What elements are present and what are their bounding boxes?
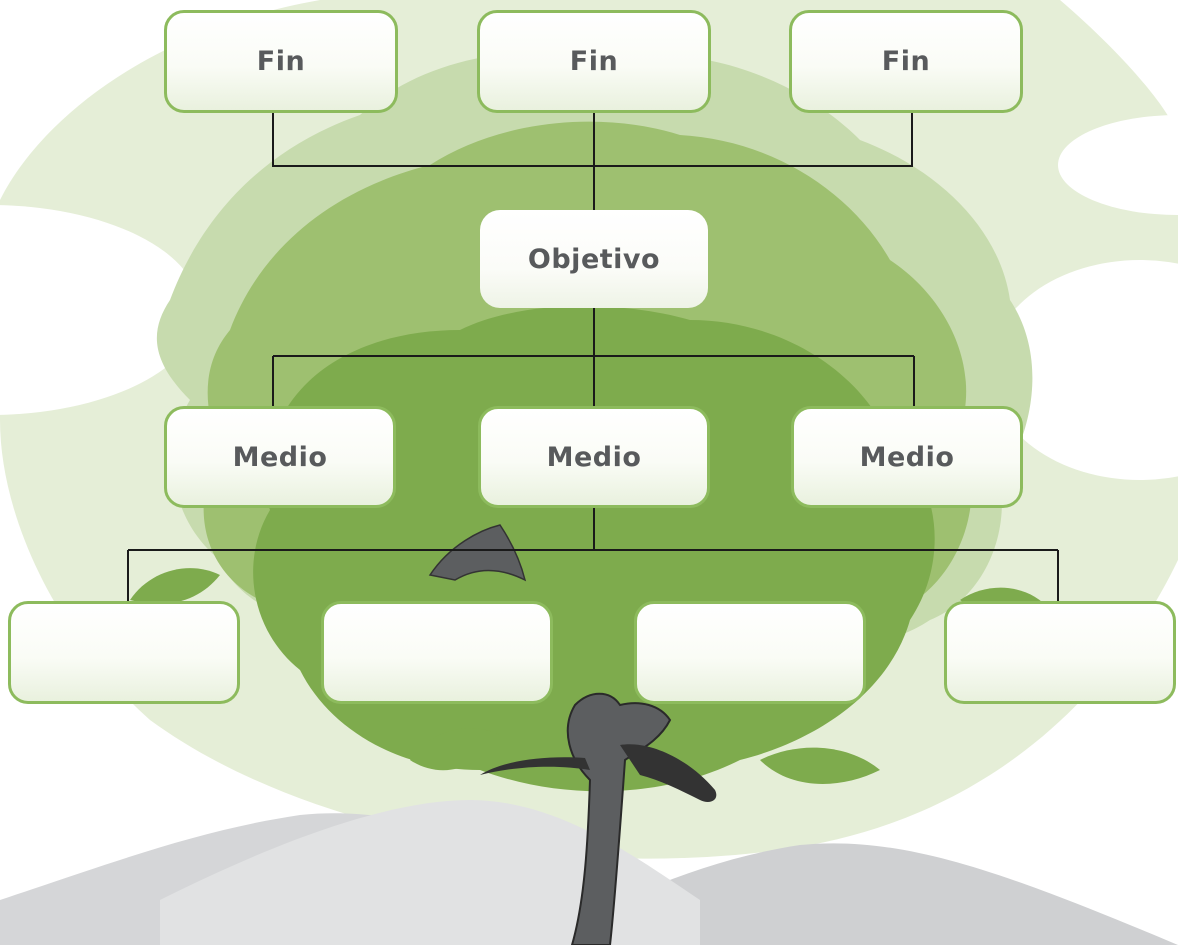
means-box-2: Medio (478, 406, 710, 508)
activity-box-3 (634, 601, 866, 704)
connector-means-activities (127, 506, 1059, 602)
end-label-1: Fin (256, 46, 306, 77)
tree-branch-right (620, 744, 717, 802)
activity-box-1 (8, 601, 240, 704)
end-label-3: Fin (881, 46, 931, 77)
connector-objective-means (272, 308, 915, 406)
cloud-right-bottom (990, 260, 1178, 480)
activity-box-4 (944, 601, 1176, 704)
means-box-1: Medio (164, 406, 396, 508)
connector-ends (272, 112, 913, 210)
end-box-1: Fin (164, 10, 398, 113)
end-box-2: Fin (477, 10, 711, 113)
foliage-wisp-1 (130, 568, 220, 604)
objective-box: Objetivo (480, 210, 708, 308)
means-label-3: Medio (859, 441, 955, 473)
end-box-3: Fin (789, 10, 1023, 113)
means-box-3: Medio (791, 406, 1023, 508)
means-label-2: Medio (546, 441, 642, 473)
means-label-1: Medio (232, 441, 328, 473)
tree-branch-left (480, 757, 590, 775)
foliage-wisp-4 (760, 747, 880, 784)
foliage-wisp-3 (410, 728, 500, 771)
cloud-right-top (1058, 115, 1178, 215)
hill-back (160, 800, 700, 945)
tree-trunk (566, 692, 672, 945)
activity-box-2 (321, 601, 553, 704)
end-label-2: Fin (569, 46, 619, 77)
objective-label: Objetivo (527, 243, 661, 275)
connectors (127, 112, 1059, 602)
cloud-left (0, 205, 200, 415)
